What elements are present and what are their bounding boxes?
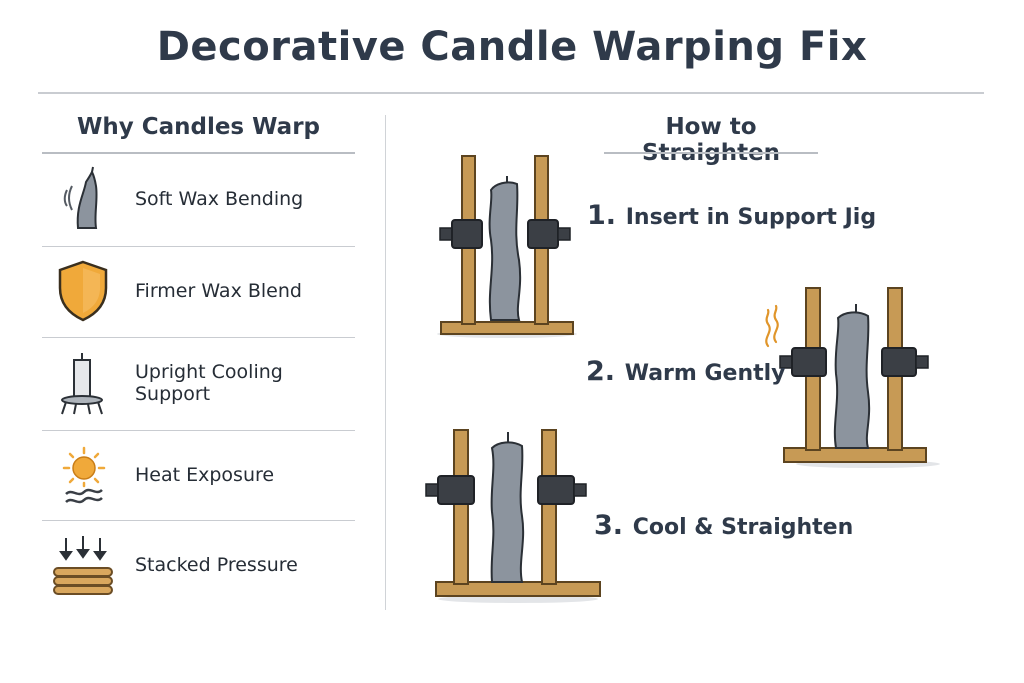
cause-item-stacked-pressure: Stacked Pressure [42,520,355,610]
fix-heading-rule [604,152,818,154]
cause-label: Stacked Pressure [135,554,298,576]
page-title: Decorative Candle Warping Fix [156,24,868,70]
cause-label: Soft Wax Bending [135,188,304,210]
cause-item-heat: Heat Exposure [42,430,355,520]
row-separator [42,246,355,247]
row-separator [42,337,355,338]
step-2: 2. Warm Gently [586,356,786,387]
heat-waves-icon [765,304,779,348]
support-jig-step-2 [758,284,953,473]
row-separator [42,430,355,431]
step-label: Insert in Support Jig [625,205,877,230]
cause-label: Heat Exposure [135,464,275,486]
bent-candle-icon [50,166,116,232]
causes-heading: Why Candles Warp [76,114,321,140]
step-number: 2. [586,356,616,387]
cause-item-upright-support: Upright Cooling Support [42,338,355,428]
column-divider [385,115,386,610]
cause-item-firmer-wax: Firmer Wax Blend [42,246,355,336]
step-1: 1. Insert in Support Jig [587,200,876,231]
step-number: 1. [587,200,617,231]
fix-heading: How to Straighten [641,114,781,166]
cause-label: Firmer Wax Blend [135,280,302,302]
title-divider [38,92,984,94]
support-jig-step-1 [435,150,580,344]
step-label: Warm Gently [624,361,786,386]
causes-heading-rule [42,152,355,154]
row-separator [42,520,355,521]
cause-item-soft-wax: Soft Wax Bending [42,154,355,244]
support-jig-step-3 [420,424,610,608]
candle-on-stand-icon [50,350,116,416]
step-label: Cool & Straighten [632,515,854,540]
stacked-pressure-icon [50,532,116,598]
cause-label: Upright Cooling Support [135,361,283,405]
step-3: 3. Cool & Straighten [594,510,853,541]
sun-heat-icon [50,442,116,508]
step-number: 3. [594,510,624,541]
shield-icon [50,258,116,324]
